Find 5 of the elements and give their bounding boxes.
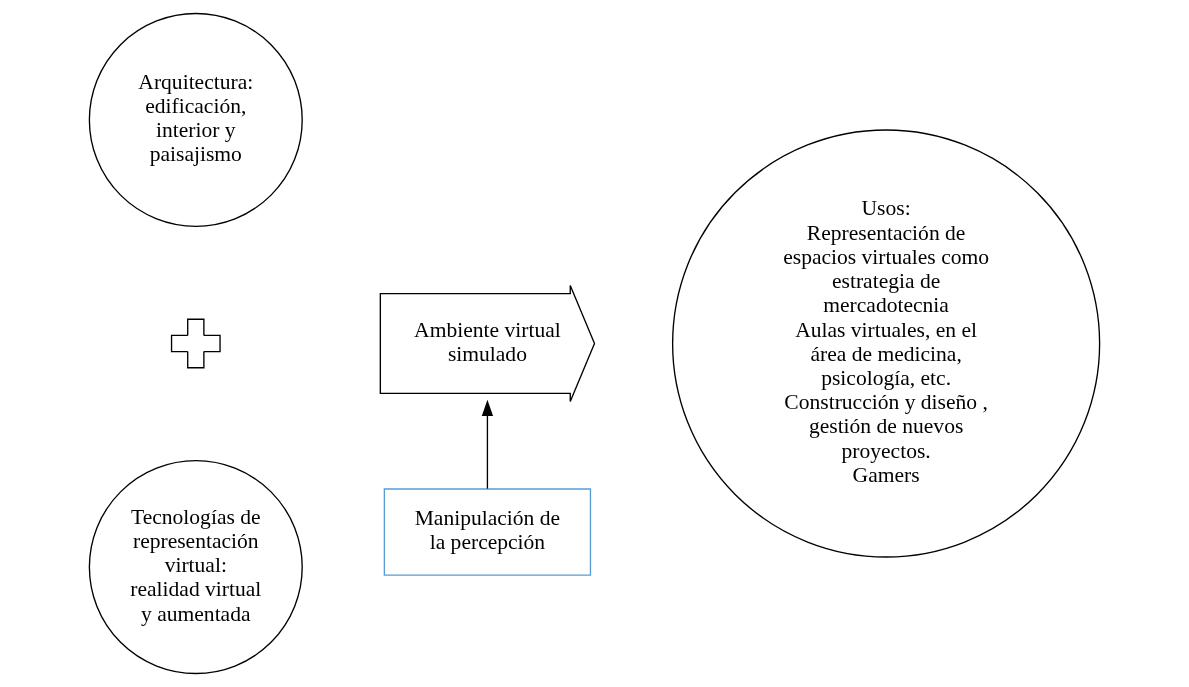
node-circle: Tecnologías de representación virtual: realidad virtual y aumentada: [88, 460, 303, 675]
arrow: [481, 399, 494, 490]
node-circle: Usos: Representación de espacios virtuales como estrategia de mercadotecnia Aulas virtuales, en el área de medicina, psicología, etc. Construcción y diseño , gestión de nuevos proyectos. Gamers: [671, 129, 1101, 558]
node-circle: Arquitectura: edificación, interior y paisajismo: [88, 12, 303, 227]
node-box: Manipulación de la percepción: [383, 488, 592, 576]
